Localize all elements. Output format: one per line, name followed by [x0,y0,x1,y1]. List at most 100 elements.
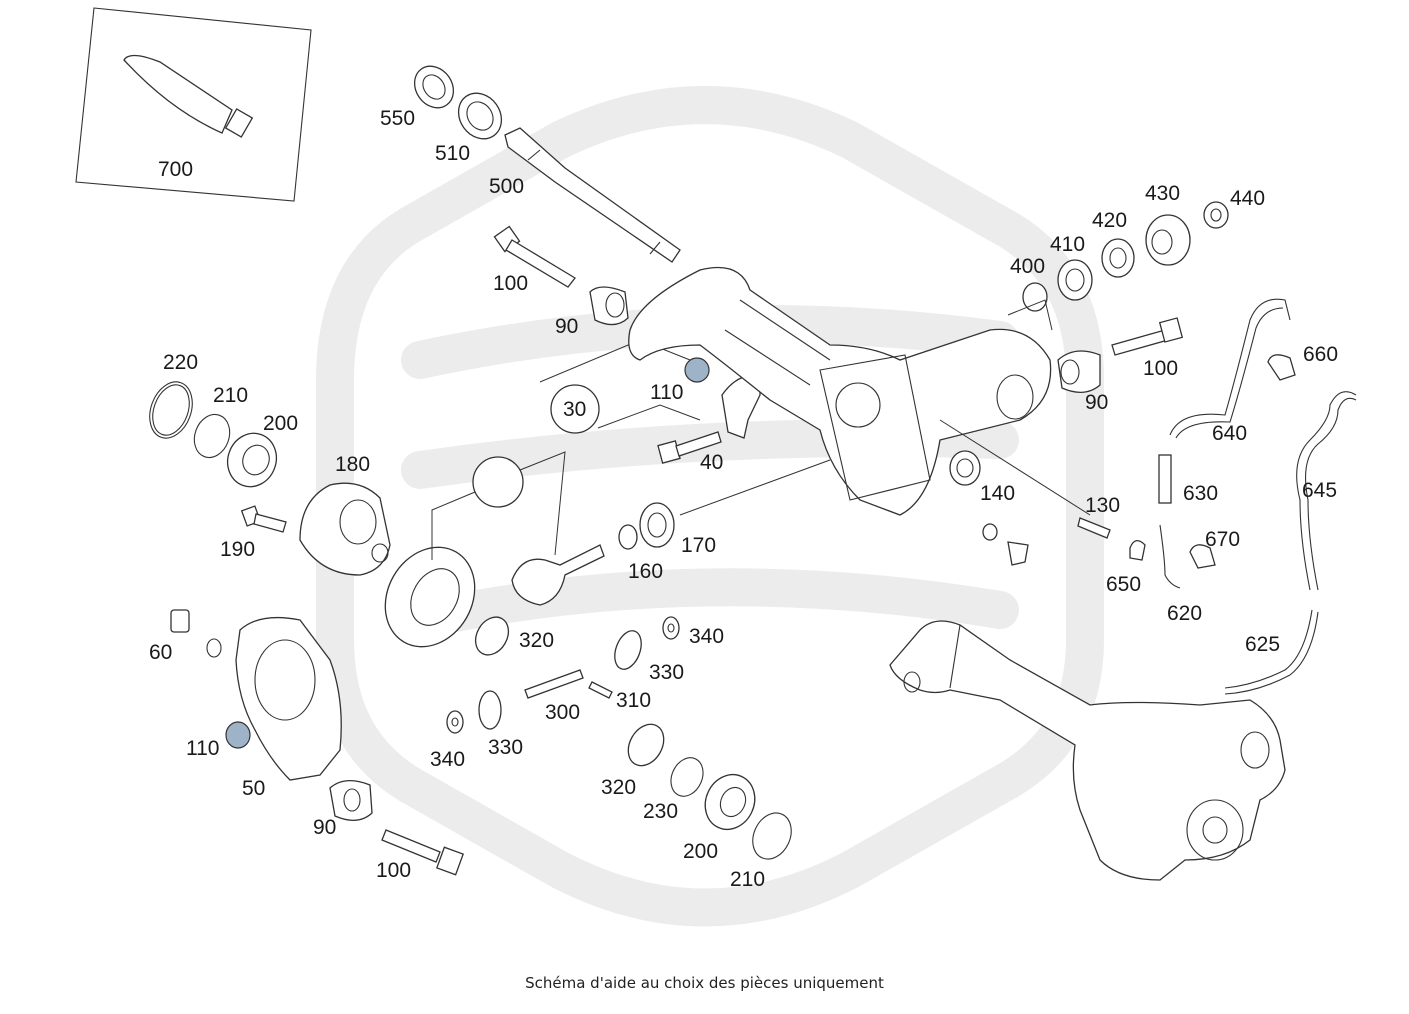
label-400: 400 [1010,255,1045,278]
part-330-pinion-upper[interactable] [610,627,646,673]
part-130-bolt[interactable] [939,419,1111,539]
label-200-left: 200 [263,412,298,435]
part-90-bushing-right[interactable] [1057,350,1101,393]
part-500-axle-shaft[interactable] [504,127,681,263]
part-60-plug[interactable] [170,609,222,658]
watermark-logo [316,86,1104,927]
label-330-lower: 330 [488,736,523,759]
part-320-side-gear-lower[interactable] [621,718,671,772]
part-110-nut-lower[interactable] [225,721,251,749]
rear-axle-housing-upper[interactable] [628,266,1052,516]
part-410-bearing[interactable] [1057,259,1093,301]
part-160-shim[interactable] [618,524,638,550]
label-180: 180 [335,453,370,476]
part-40-bolt[interactable] [657,375,761,464]
label-210-lower: 210 [730,868,765,891]
part-210-ring-lower[interactable] [746,807,799,866]
label-30: 30 [563,398,586,421]
part-640-hose[interactable] [1169,298,1291,439]
part-100-bolt-upper[interactable] [493,225,576,288]
label-190: 190 [220,538,255,561]
label-140: 140 [980,482,1015,505]
part-340-washer-upper[interactable] [662,616,680,640]
part-420-seal[interactable] [1101,238,1135,278]
label-630: 630 [1183,482,1218,505]
part-625-hose[interactable] [1224,609,1319,695]
part-430-flange[interactable] [1145,214,1191,266]
part-440-nut[interactable] [1203,201,1229,229]
label-670: 670 [1205,528,1240,551]
label-500: 500 [489,175,524,198]
label-230: 230 [643,800,678,823]
label-320-lower: 320 [601,776,636,799]
part-650-connector[interactable] [1129,540,1146,561]
label-90-right: 90 [1085,391,1108,414]
part-90-bushing-upper[interactable] [589,286,629,326]
callout-ball [431,451,566,560]
label-420: 420 [1092,209,1127,232]
part-550-seal[interactable] [407,59,462,116]
label-110-upper: 110 [650,381,683,404]
label-650: 650 [1106,573,1141,596]
part-645-hose[interactable] [1296,391,1357,591]
part-140-seal[interactable] [949,450,981,486]
ring-gear[interactable] [368,531,493,663]
part-700-grease-tube[interactable] [75,7,312,202]
part-190-bolt[interactable] [240,505,287,533]
part-630-fitting[interactable] [1158,454,1172,504]
part-510-bearing[interactable] [450,85,510,147]
part-100-bolt-right[interactable] [1111,317,1184,356]
label-200-lower: 200 [683,840,718,863]
part-660-clip[interactable] [1267,354,1296,381]
part-300-shaft[interactable] [524,669,584,699]
part-200-bearing-left[interactable] [220,426,284,493]
label-210-left: 210 [213,384,248,407]
part-230-ring[interactable] [665,753,709,802]
label-170: 170 [681,534,716,557]
part-50-cover[interactable] [235,616,342,781]
label-50: 50 [242,777,265,800]
part-number-labels: 700 550 510 500 100 90 110 30 40 220 210… [149,107,1338,891]
part-90-bushing-lower[interactable] [329,780,373,821]
diagram-caption: Schéma d'aide au choix des pièces unique… [525,974,884,992]
label-220: 220 [163,351,198,374]
label-700: 700 [158,158,193,181]
part-330-pinion-lower[interactable] [478,690,502,730]
part-110-nut-upper[interactable] [684,357,710,383]
pinion-gear[interactable] [511,544,605,606]
label-410: 410 [1050,233,1085,256]
label-430: 430 [1145,182,1180,205]
label-340-lower: 340 [430,748,465,771]
part-220-ring[interactable] [142,376,199,444]
part-400-seal[interactable] [1007,282,1053,331]
part-670-clip[interactable] [1189,544,1216,569]
part-320-side-gear-upper[interactable] [469,611,515,661]
small-washer-right [982,523,1029,566]
label-100-upper: 100 [493,272,528,295]
part-180-differential-case[interactable] [299,482,391,576]
part-100-bolt-lower[interactable] [381,829,464,876]
part-170-bearing[interactable] [639,459,831,548]
label-310: 310 [616,689,651,712]
label-40: 40 [700,451,723,474]
callout-30[interactable] [539,339,701,434]
part-200-bearing-lower[interactable] [696,766,763,837]
part-620-hose[interactable] [1159,524,1181,589]
label-620: 620 [1167,602,1202,625]
label-130: 130 [1085,494,1120,517]
label-110-lower: 110 [186,737,219,760]
label-340-upper: 340 [689,625,724,648]
part-340-washer-lower[interactable] [446,710,464,734]
label-645: 645 [1302,479,1337,502]
label-320-upper: 320 [519,629,554,652]
part-210-ring-left[interactable] [189,410,236,463]
label-330-upper: 330 [649,661,684,684]
rear-axle-housing-assembled[interactable] [889,620,1286,881]
part-310-pin[interactable] [588,681,613,699]
label-550: 550 [380,107,415,130]
label-510: 510 [435,142,470,165]
label-90-lower: 90 [313,816,336,839]
label-160: 160 [628,560,663,583]
label-100-lower: 100 [376,859,411,882]
